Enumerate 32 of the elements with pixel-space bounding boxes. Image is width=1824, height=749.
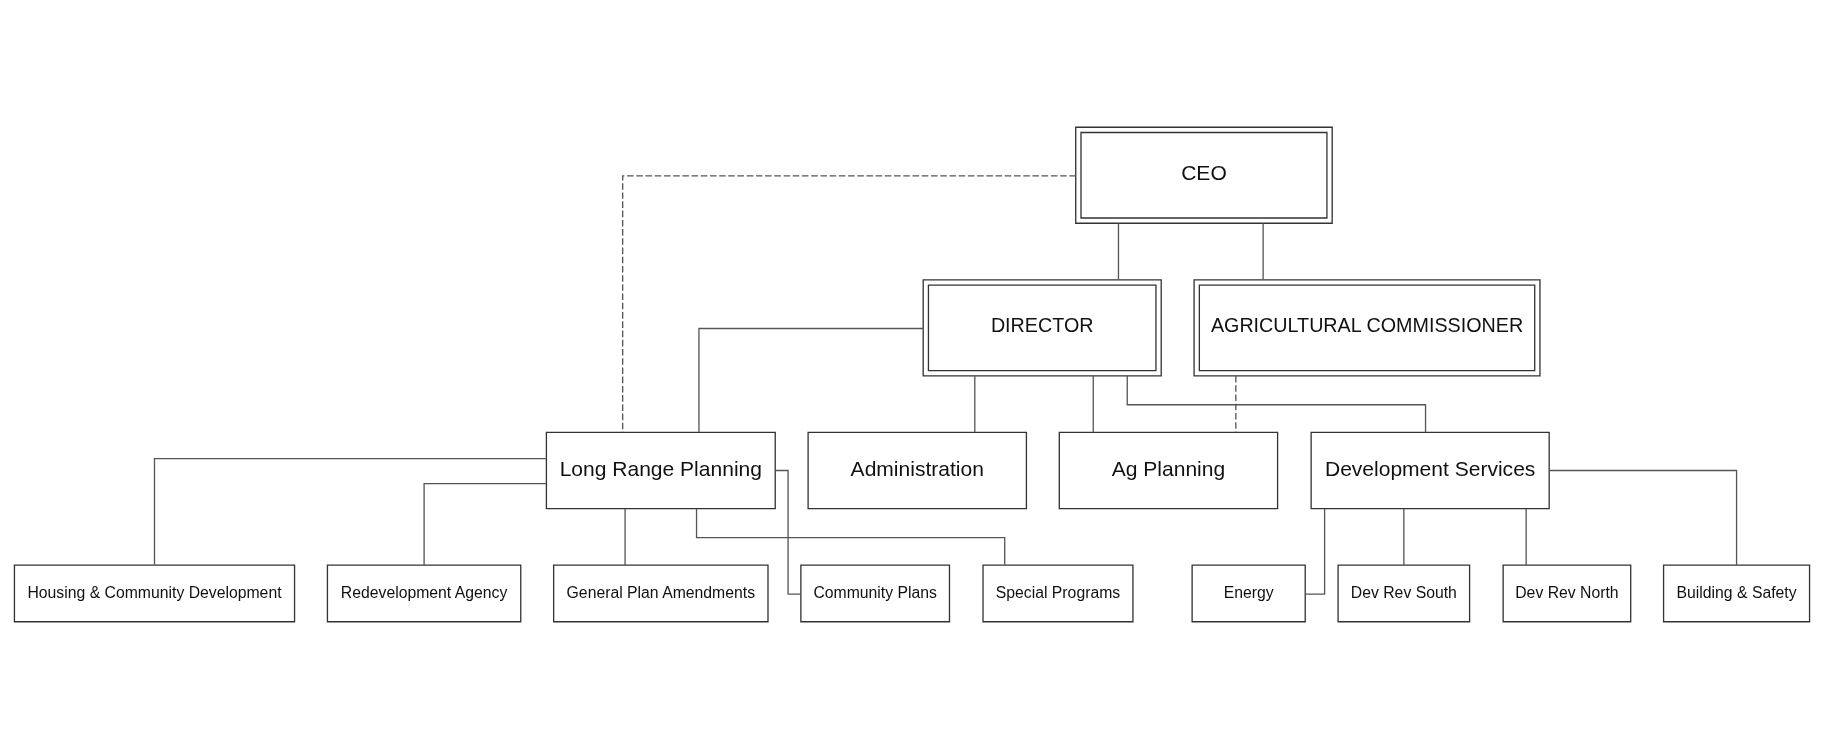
node-box: Community Plans [800,564,951,623]
connector [1525,508,1527,566]
connector [974,375,976,433]
node-box: Development Services [1310,431,1550,510]
node-box: Special Programs [982,564,1134,623]
connector [153,458,547,566]
node-box: AGRICULTURAL COMMISSIONER [1193,279,1541,377]
connector [1262,222,1264,280]
node-box: DIRECTOR [922,279,1162,377]
connector [1548,469,1738,566]
node-box: Housing & Community Development [13,564,296,623]
connector [423,483,547,566]
connector [624,508,626,566]
node-box: Ag Planning [1058,431,1279,510]
node-box: Redevelopment Agency [326,564,522,623]
connector [698,327,924,433]
connector [1403,508,1405,566]
connector [1235,375,1237,433]
node-box: Dev Rev South [1337,564,1471,623]
node-box: General Plan Amendments [552,564,769,623]
connector [1092,375,1094,433]
node-box: CEO [1075,126,1333,224]
node-box: Long Range Planning [545,431,776,510]
node-box: Administration [807,431,1028,510]
connector [1126,375,1427,433]
connector [622,175,1077,433]
connector [695,508,1006,566]
connector [1117,222,1120,280]
node-box: Dev Rev North [1502,564,1632,623]
connector [774,469,802,595]
node-box: Energy [1191,564,1306,623]
node-box: Building & Safety [1662,564,1811,623]
